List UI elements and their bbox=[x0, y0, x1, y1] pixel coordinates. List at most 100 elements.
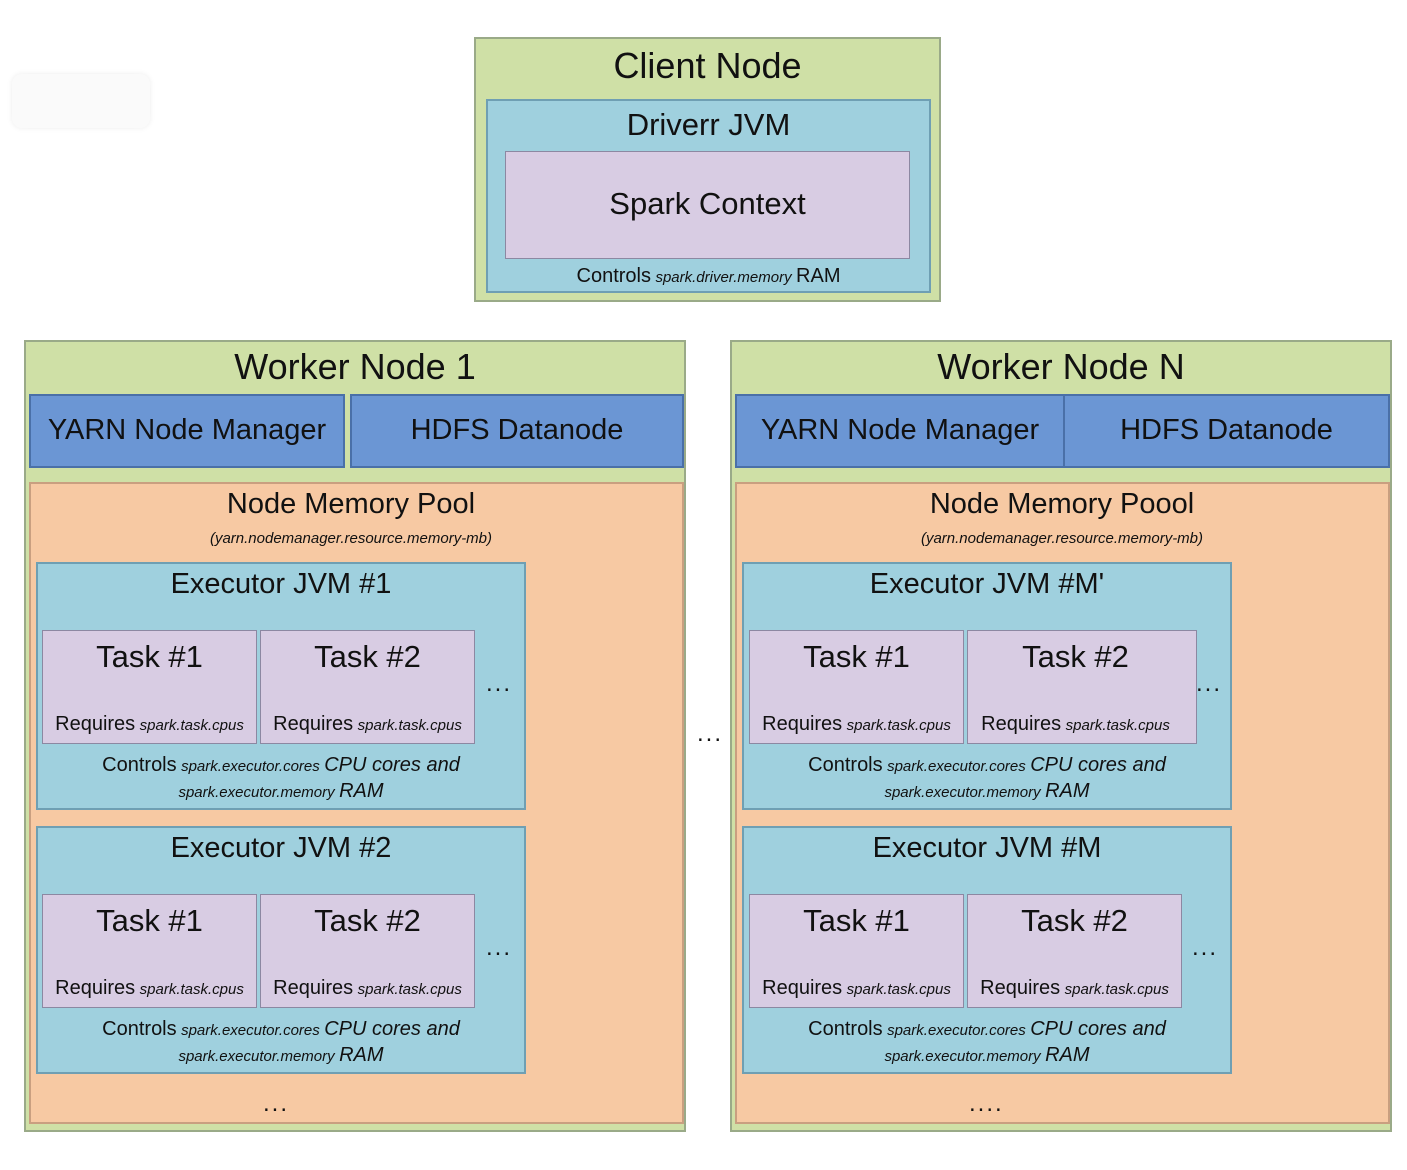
task-req-label: Requires bbox=[55, 977, 136, 999]
executor-title: Executor JVM #1 bbox=[170, 568, 392, 600]
controls-cores-param: spark.executor.cores bbox=[181, 1022, 320, 1039]
hdfs-datanode: HDFS Datanode bbox=[350, 394, 684, 468]
yarn-node-manager: YARN Node Manager bbox=[735, 394, 1065, 468]
more-tasks-ellipsis: ... bbox=[1192, 934, 1219, 961]
task-requirement: Requires spark.task.cpus bbox=[750, 977, 963, 1000]
task-box: Task #1 Requires spark.task.cpus bbox=[42, 630, 257, 744]
task-title: Task #2 bbox=[1021, 903, 1128, 938]
hdfs-label: HDFS Datanode bbox=[1120, 414, 1333, 446]
controls-pre: Controls bbox=[808, 754, 883, 776]
controls-memory-post: RAM bbox=[1045, 780, 1090, 802]
task-req-label: Requires bbox=[762, 977, 843, 999]
executor-title: Executor JVM #M' bbox=[869, 568, 1105, 600]
spark-context: Spark Context bbox=[505, 151, 910, 259]
task-req-param: spark.task.cpus bbox=[1064, 981, 1169, 998]
controls-memory-param: spark.executor.memory bbox=[884, 1048, 1041, 1065]
controls-memory-post: RAM bbox=[339, 1044, 384, 1066]
task-req-param: spark.task.cpus bbox=[846, 981, 951, 998]
worker-node-title: Worker Node 1 bbox=[234, 346, 476, 387]
task-box: Task #1 Requires spark.task.cpus bbox=[749, 894, 964, 1008]
executor-controls-line2: spark.executor.memory RAM bbox=[744, 1044, 1230, 1067]
driver-jvm-title: Driverr JVM bbox=[626, 107, 791, 142]
task-requirement: Requires spark.task.cpus bbox=[968, 713, 1183, 736]
executor-title: Executor JVM #M bbox=[872, 832, 1102, 864]
task-title: Task #1 bbox=[803, 903, 910, 938]
task-requirement: Requires spark.task.cpus bbox=[750, 713, 963, 736]
controls-cores-post: CPU cores and bbox=[1030, 1018, 1166, 1040]
task-req-param: spark.task.cpus bbox=[139, 981, 244, 998]
yarn-node-manager: YARN Node Manager bbox=[29, 394, 345, 468]
controls-pre: Controls bbox=[102, 754, 177, 776]
task-req-param: spark.task.cpus bbox=[846, 717, 951, 734]
more-tasks-ellipsis: ... bbox=[486, 934, 513, 961]
task-requirement: Requires spark.task.cpus bbox=[968, 977, 1181, 1000]
worker-node-1: Worker Node 1 YARN Node Manager HDFS Dat… bbox=[24, 340, 686, 1132]
task-title: Task #2 bbox=[314, 639, 421, 674]
more-executors-ellipsis: .... bbox=[969, 1090, 1004, 1117]
spark-context-label: Spark Context bbox=[609, 186, 806, 221]
driver-controls: Controls spark.driver.memory RAM bbox=[488, 265, 929, 288]
task-req-param: spark.task.cpus bbox=[357, 981, 462, 998]
executor-controls-line2: spark.executor.memory RAM bbox=[744, 780, 1230, 803]
task-req-param: spark.task.cpus bbox=[1065, 717, 1170, 734]
task-req-label: Requires bbox=[273, 713, 354, 735]
more-workers-ellipsis: ... bbox=[697, 720, 724, 747]
node-memory-pool: Node Memory Poool (yarn.nodemanager.reso… bbox=[735, 482, 1390, 1124]
task-title: Task #2 bbox=[1022, 639, 1129, 674]
client-node: Client Node Driverr JVM Spark Context Co… bbox=[474, 37, 941, 302]
task-req-label: Requires bbox=[762, 713, 843, 735]
task-requirement: Requires spark.task.cpus bbox=[261, 977, 474, 1000]
pool-title: Node Memory Pool bbox=[226, 488, 476, 520]
worker-node-n: Worker Node N YARN Node Manager HDFS Dat… bbox=[730, 340, 1392, 1132]
driver-jvm: Driverr JVM Spark Context Controls spark… bbox=[486, 99, 931, 293]
executor-controls-line2: spark.executor.memory RAM bbox=[38, 780, 524, 803]
hdfs-datanode: HDFS Datanode bbox=[1063, 394, 1390, 468]
task-title: Task #1 bbox=[96, 639, 203, 674]
client-node-title: Client Node bbox=[613, 45, 802, 86]
driver-controls-pre: Controls bbox=[576, 265, 651, 287]
task-req-label: Requires bbox=[55, 713, 136, 735]
executor-title: Executor JVM #2 bbox=[170, 832, 392, 864]
yarn-label: YARN Node Manager bbox=[760, 414, 1040, 446]
more-tasks-ellipsis: ... bbox=[486, 670, 513, 697]
controls-cores-param: spark.executor.cores bbox=[887, 1022, 1026, 1039]
task-req-label: Requires bbox=[980, 977, 1061, 999]
executor-jvm: Executor JVM #2 Task #1 Requires spark.t… bbox=[36, 826, 526, 1074]
task-req-param: spark.task.cpus bbox=[139, 717, 244, 734]
executor-jvm: Executor JVM #1 Task #1 Requires spark.t… bbox=[36, 562, 526, 810]
node-memory-pool: Node Memory Pool (yarn.nodemanager.resou… bbox=[29, 482, 684, 1124]
controls-cores-param: spark.executor.cores bbox=[887, 758, 1026, 775]
controls-pre: Controls bbox=[808, 1018, 883, 1040]
task-req-param: spark.task.cpus bbox=[357, 717, 462, 734]
executor-controls-line2: spark.executor.memory RAM bbox=[38, 1044, 524, 1067]
controls-memory-param: spark.executor.memory bbox=[884, 784, 1041, 801]
pool-param: (yarn.nodemanager.resource.memory-mb) bbox=[920, 530, 1204, 547]
task-box: Task #2 Requires spark.task.cpus bbox=[967, 630, 1197, 744]
task-requirement: Requires spark.task.cpus bbox=[261, 713, 474, 736]
blurred-placeholder bbox=[12, 74, 150, 128]
executor-controls-line1: Controls spark.executor.cores CPU cores … bbox=[744, 754, 1230, 777]
controls-memory-param: spark.executor.memory bbox=[178, 1048, 335, 1065]
driver-controls-param: spark.driver.memory bbox=[655, 269, 792, 286]
more-tasks-ellipsis: ... bbox=[1196, 670, 1223, 697]
task-box: Task #1 Requires spark.task.cpus bbox=[42, 894, 257, 1008]
executor-jvm: Executor JVM #M' Task #1 Requires spark.… bbox=[742, 562, 1232, 810]
task-req-label: Requires bbox=[273, 977, 354, 999]
task-box: Task #2 Requires spark.task.cpus bbox=[967, 894, 1182, 1008]
pool-param: (yarn.nodemanager.resource.memory-mb) bbox=[209, 530, 493, 547]
controls-cores-post: CPU cores and bbox=[1030, 754, 1166, 776]
executor-controls-line1: Controls spark.executor.cores CPU cores … bbox=[38, 1018, 524, 1041]
controls-pre: Controls bbox=[102, 1018, 177, 1040]
controls-memory-param: spark.executor.memory bbox=[178, 784, 335, 801]
pool-title: Node Memory Poool bbox=[929, 488, 1195, 520]
controls-memory-post: RAM bbox=[1045, 1044, 1090, 1066]
task-requirement: Requires spark.task.cpus bbox=[43, 713, 256, 736]
hdfs-label: HDFS Datanode bbox=[410, 414, 624, 446]
task-box: Task #2 Requires spark.task.cpus bbox=[260, 894, 475, 1008]
task-requirement: Requires spark.task.cpus bbox=[43, 977, 256, 1000]
task-title: Task #1 bbox=[803, 639, 910, 674]
controls-cores-param: spark.executor.cores bbox=[181, 758, 320, 775]
yarn-label: YARN Node Manager bbox=[47, 414, 327, 446]
controls-memory-post: RAM bbox=[339, 780, 384, 802]
task-title: Task #2 bbox=[314, 903, 421, 938]
